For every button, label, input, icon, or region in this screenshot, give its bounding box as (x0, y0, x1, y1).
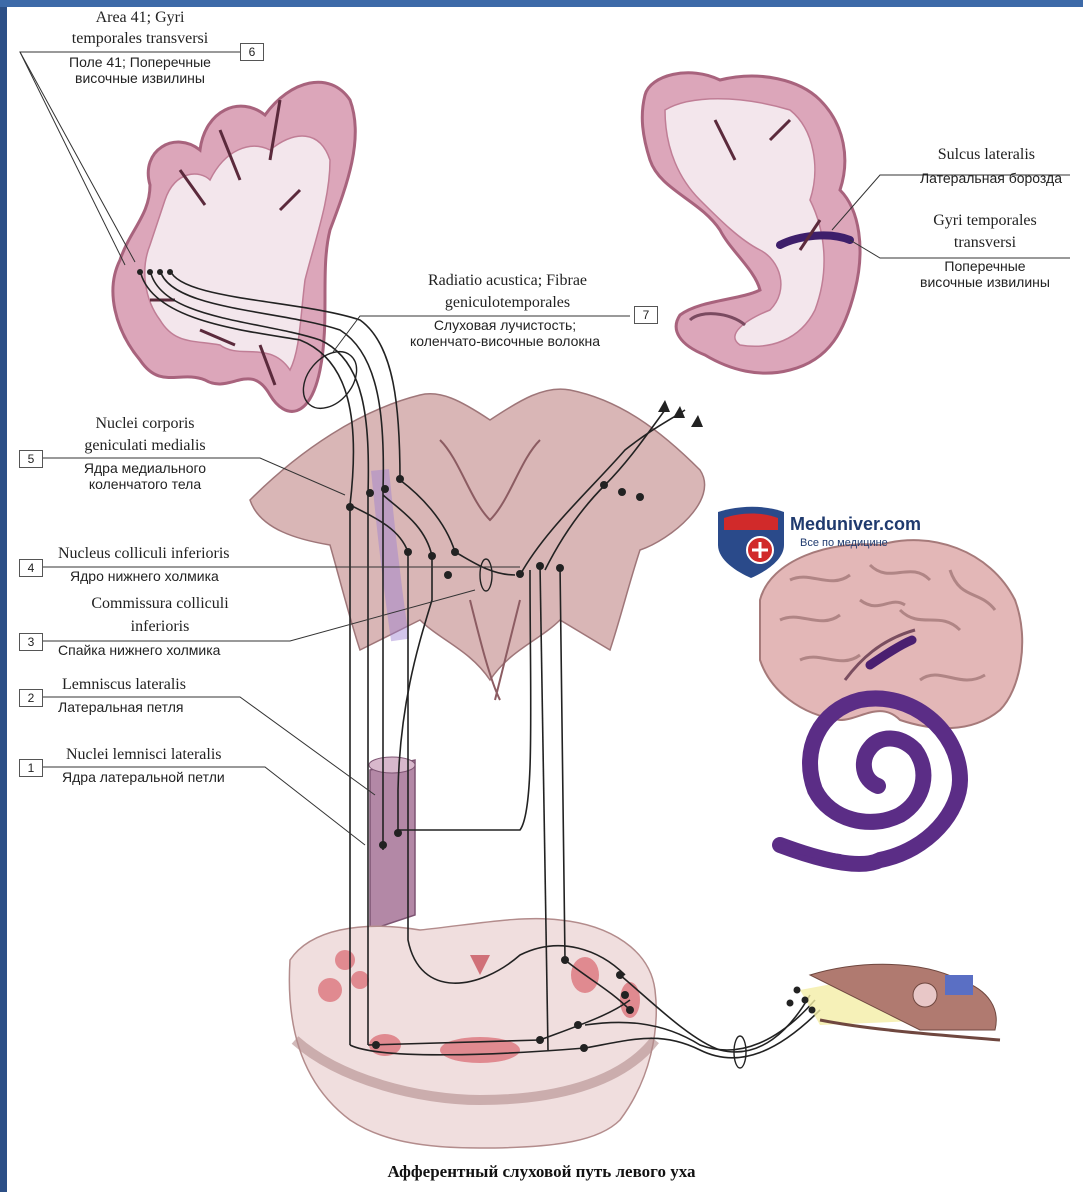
left-hemisphere-slice (113, 82, 355, 411)
inner-ear-section (787, 964, 1001, 1040)
figure-caption: Афферентный слуховой путь левого уха (0, 1162, 1083, 1182)
label-number-5: 5 (19, 450, 43, 468)
label-number-1: 1 (19, 759, 43, 777)
nuclei-geniculati-russian-line1: Ядра медиального (55, 461, 235, 477)
nuclei-geniculati-russian-line2: коленчатого тела (55, 477, 235, 493)
sulcus-lateralis-latin: Sulcus lateralis (880, 146, 1035, 164)
nuclei-geniculati-latin-line1: Nuclei corporis (55, 415, 235, 433)
logo-tagline: Все по медицине (800, 537, 888, 549)
radiatio-russian-line1: Слуховая лучистость; (380, 318, 630, 334)
brainstem-shape (250, 389, 705, 700)
lemniscus-latin: Lemniscus lateralis (62, 676, 262, 694)
gyri-right-latin-line2: transversi (900, 234, 1070, 252)
nuclei-lemnisci-russian: Ядра латеральной петли (62, 770, 272, 786)
area41-russian-line2: височные извилины (50, 71, 230, 87)
nuclei-geniculati-latin-line2: geniculati medialis (55, 437, 235, 455)
label-number-6: 6 (240, 43, 264, 61)
gyri-right-russian-line1: Поперечные (890, 259, 1080, 275)
commissura-latin-line1: Commissura colliculi (60, 595, 260, 613)
gyri-right-russian-line2: височные извилины (890, 275, 1080, 291)
nucleus-colliculi-latin: Nucleus colliculi inferioris (58, 545, 288, 563)
radiatio-russian-line2: коленчато-височные волокна (380, 334, 630, 350)
area41-latin-line2: temporales transversi (45, 30, 235, 48)
label-number-4: 4 (19, 559, 43, 577)
medulla-slice (289, 919, 656, 1148)
cochlea-spiral (780, 698, 960, 864)
logo-name: Meduniver.com (790, 514, 921, 535)
commissura-latin-line2: inferioris (60, 618, 260, 636)
area41-latin-line1: Area 41; Gyri (55, 9, 225, 27)
commissura-russian: Спайка нижнего холмика (58, 643, 278, 659)
gyri-right-latin-line1: Gyri temporales (900, 212, 1070, 230)
nucleus-colliculi-russian: Ядро нижнего холмика (70, 569, 290, 585)
area41-russian-line1: Поле 41; Поперечные (50, 55, 230, 71)
radiatio-latin-line1: Radiatio acustica; Fibrae (385, 272, 630, 290)
meduniver-logo-shield (718, 507, 784, 578)
sulcus-lateralis-russian: Латеральная борозда (860, 171, 1062, 187)
label-number-2: 2 (19, 689, 43, 707)
nuclei-lemnisci-latin: Nuclei lemnisci lateralis (66, 746, 276, 764)
lemniscus-russian: Латеральная петля (58, 700, 258, 716)
label-number-7: 7 (634, 306, 658, 324)
right-hemisphere-slice (642, 73, 860, 373)
radiatio-latin-line2: geniculotemporales (385, 294, 630, 312)
label-number-3: 3 (19, 633, 43, 651)
